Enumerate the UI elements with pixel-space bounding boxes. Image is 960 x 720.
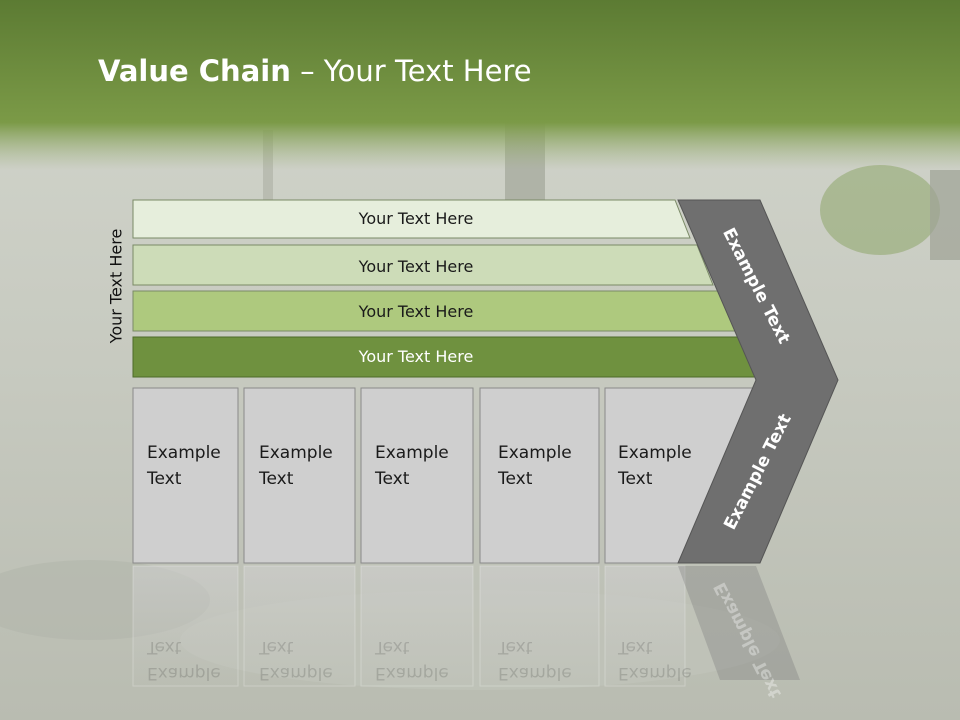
cell-1-line2: Text xyxy=(147,469,182,489)
cell-4 xyxy=(479,387,600,564)
cell-2-line1: Example xyxy=(259,443,333,463)
cell-1 xyxy=(132,387,239,564)
cell-4-line1: Example xyxy=(498,443,572,463)
title-rest: – Your Text Here xyxy=(290,54,532,88)
side-label: Your Text Here xyxy=(106,228,126,344)
bar-3-label: Your Text Here xyxy=(358,302,474,321)
cell-2-line2: Text xyxy=(259,469,294,489)
bar-4-label: Your Text Here xyxy=(358,347,474,366)
cell-4-line2: Text xyxy=(498,469,533,489)
bar-1 xyxy=(132,199,691,239)
title-bold: Value Chain xyxy=(98,54,291,88)
cell-2 xyxy=(243,387,356,564)
cell-3-line2: Text xyxy=(375,469,410,489)
chevron-arrow xyxy=(677,199,839,564)
cell-3-line1: Example xyxy=(375,443,449,463)
page-title: Value Chain – Your Text Here xyxy=(98,54,532,88)
cell-3 xyxy=(360,387,474,564)
bar-2 xyxy=(132,244,714,286)
cell-5-line1: Example xyxy=(618,443,692,463)
bar-1-label: Your Text Here xyxy=(358,209,474,228)
bar-2-label: Your Text Here xyxy=(358,257,474,276)
cell-5-line2: Text xyxy=(618,469,653,489)
cell-1-line1: Example xyxy=(147,443,221,463)
